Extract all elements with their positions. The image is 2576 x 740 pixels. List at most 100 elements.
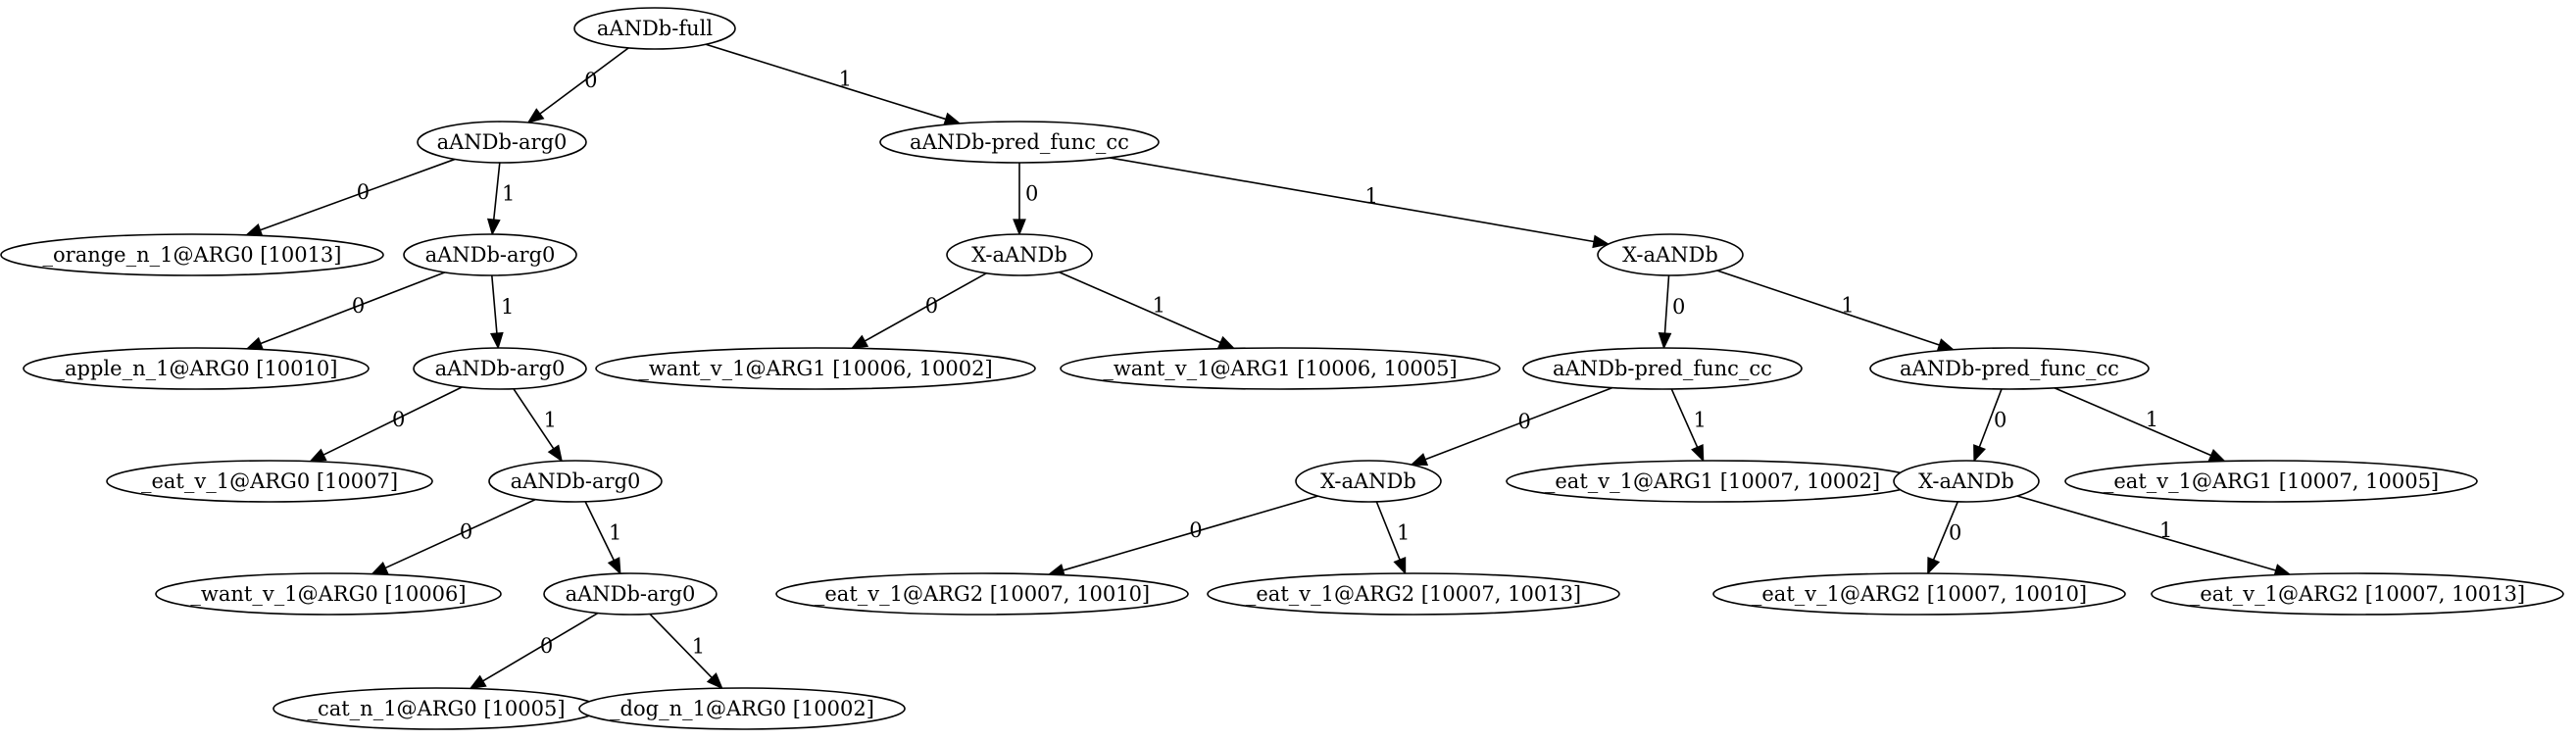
node-label: aANDb-full — [597, 17, 713, 40]
arrowhead-icon — [607, 557, 621, 575]
node-ellipse — [23, 347, 370, 390]
edge-n9-n14: 0 — [309, 386, 463, 463]
arrowhead-icon — [1691, 443, 1705, 463]
edge-line — [2054, 387, 2212, 457]
arrowhead-icon — [489, 331, 504, 350]
node-label: _eat_v_1@ARG2 [10007, 10010] — [815, 582, 1150, 606]
node-ellipse — [543, 572, 718, 616]
edge-label: 0 — [460, 520, 472, 544]
node-ellipse — [573, 7, 736, 50]
node-label: _want_v_1@ARG0 [10006] — [190, 582, 466, 606]
node-label: _eat_v_1@ARG2 [10007, 10013] — [2190, 582, 2525, 606]
node-n17: _eat_v_1@ARG1 [10007, 10002] — [1506, 460, 1919, 503]
node-label: _dog_n_1@ARG0 [10002] — [610, 697, 874, 720]
arrowhead-icon — [1927, 556, 1941, 575]
node-label: aANDb-pred_func_cc — [910, 130, 1129, 154]
edge-label: 1 — [839, 68, 852, 91]
node-n20: _want_v_1@ARG0 [10006] — [155, 572, 502, 616]
node-ellipse — [1207, 572, 1620, 616]
node-n19: _eat_v_1@ARG1 [10007, 10005] — [2064, 460, 2478, 503]
node-n9: aANDb-arg0 — [413, 347, 587, 390]
edge-n21-n27: 1 — [649, 613, 723, 690]
edge-line — [1110, 157, 1595, 243]
arrowhead-icon — [526, 108, 545, 124]
node-ellipse — [106, 460, 433, 503]
edge-line — [584, 501, 615, 562]
node-label: _apple_n_1@ARG0 [10010] — [55, 357, 338, 380]
edge-label: 0 — [1994, 409, 2006, 432]
node-n14: _eat_v_1@ARG0 [10007] — [106, 460, 433, 503]
edge-n2-n5: 1 — [486, 162, 515, 236]
arrowhead-icon — [1658, 331, 1672, 350]
edge-label: 0 — [540, 634, 553, 658]
node-label: _eat_v_1@ARG2 [10007, 10010] — [1752, 582, 2087, 606]
node-layer: aANDb-full aANDb-arg0 aANDb-pred_func_cc _o… — [0, 7, 2564, 730]
edge-n12-n16: 0 — [1410, 386, 1613, 466]
arrowhead-icon — [547, 444, 564, 463]
node-ellipse — [1522, 347, 1803, 390]
edge-n6-n10: 0 — [850, 272, 987, 350]
node-ellipse — [946, 233, 1093, 276]
node-label: _want_v_1@ARG1 [10006, 10002] — [638, 357, 992, 380]
node-n6: X-aANDb — [946, 233, 1093, 276]
node-ellipse — [1295, 460, 1442, 503]
edge-label: 0 — [584, 69, 597, 92]
node-ellipse — [413, 347, 587, 390]
arrowhead-icon — [706, 672, 723, 690]
edge-line — [864, 272, 987, 342]
node-n10: _want_v_1@ARG1 [10006, 10002] — [595, 347, 1036, 390]
edge-line — [513, 388, 555, 450]
node-ellipse — [1712, 572, 2126, 616]
node-n15: aANDb-arg0 — [488, 460, 663, 503]
node-ellipse — [417, 121, 587, 164]
edge-n18-n25: 1 — [2016, 495, 2292, 577]
node-label: _orange_n_1@ARG0 [10013] — [43, 243, 342, 267]
arrowhead-icon — [2207, 449, 2226, 463]
node-label: X-aANDb — [1320, 469, 1416, 493]
edge-line — [492, 162, 501, 221]
edge-n5-n9: 1 — [489, 274, 514, 350]
node-label: aANDb-arg0 — [511, 469, 641, 493]
edge-line — [1670, 388, 1699, 448]
edge-label: 0 — [1672, 295, 1685, 319]
edge-label: 0 — [352, 294, 365, 318]
edge-line — [1663, 274, 1670, 334]
node-ellipse — [0, 233, 384, 276]
node-n25: _eat_v_1@ARG2 [10007, 10013] — [2151, 572, 2564, 616]
edge-n21-n26: 0 — [469, 612, 599, 690]
node-n7: X-aANDb — [1597, 233, 1744, 276]
arrowhead-icon — [1393, 556, 1407, 575]
node-ellipse — [1869, 347, 2150, 390]
node-label: aANDb-arg0 — [435, 357, 566, 380]
edge-label: 0 — [357, 180, 370, 204]
edge-n7-n13: 1 — [1716, 270, 1956, 352]
edge-n7-n12: 0 — [1658, 274, 1685, 350]
node-n8: _apple_n_1@ARG0 [10010] — [23, 347, 370, 390]
node-label: aANDb-arg0 — [437, 130, 568, 154]
edge-label: 1 — [1397, 520, 1410, 544]
node-label: _cat_n_1@ARG0 [10005] — [307, 697, 565, 720]
edge-n9-n15: 1 — [513, 388, 564, 463]
node-n3: aANDb-pred_func_cc — [879, 121, 1160, 164]
edge-line — [1424, 386, 1613, 461]
node-label: _eat_v_1@ARG0 [10007] — [141, 469, 398, 493]
edge-line — [384, 498, 536, 569]
edge-n16-n23: 1 — [1375, 501, 1410, 575]
node-label: X-aANDb — [1918, 469, 2014, 493]
node-n18: X-aANDb — [1893, 460, 2040, 503]
edge-n1-n2: 0 — [526, 47, 629, 124]
edge-n2-n4: 0 — [244, 158, 456, 236]
edge-line — [1716, 270, 1940, 346]
node-ellipse — [595, 347, 1036, 390]
arrowhead-icon — [1592, 234, 1610, 249]
edge-n3-n7: 1 — [1110, 157, 1610, 249]
node-ellipse — [2151, 572, 2564, 616]
edge-label: 0 — [1025, 182, 1038, 206]
node-label: X-aANDb — [971, 243, 1067, 267]
edge-line — [649, 613, 713, 678]
node-ellipse — [1060, 347, 1501, 390]
edge-line — [260, 271, 446, 345]
edge-line — [1059, 271, 1221, 344]
edge-label: 0 — [1517, 410, 1530, 433]
edge-n18-n24: 0 — [1927, 501, 1961, 575]
